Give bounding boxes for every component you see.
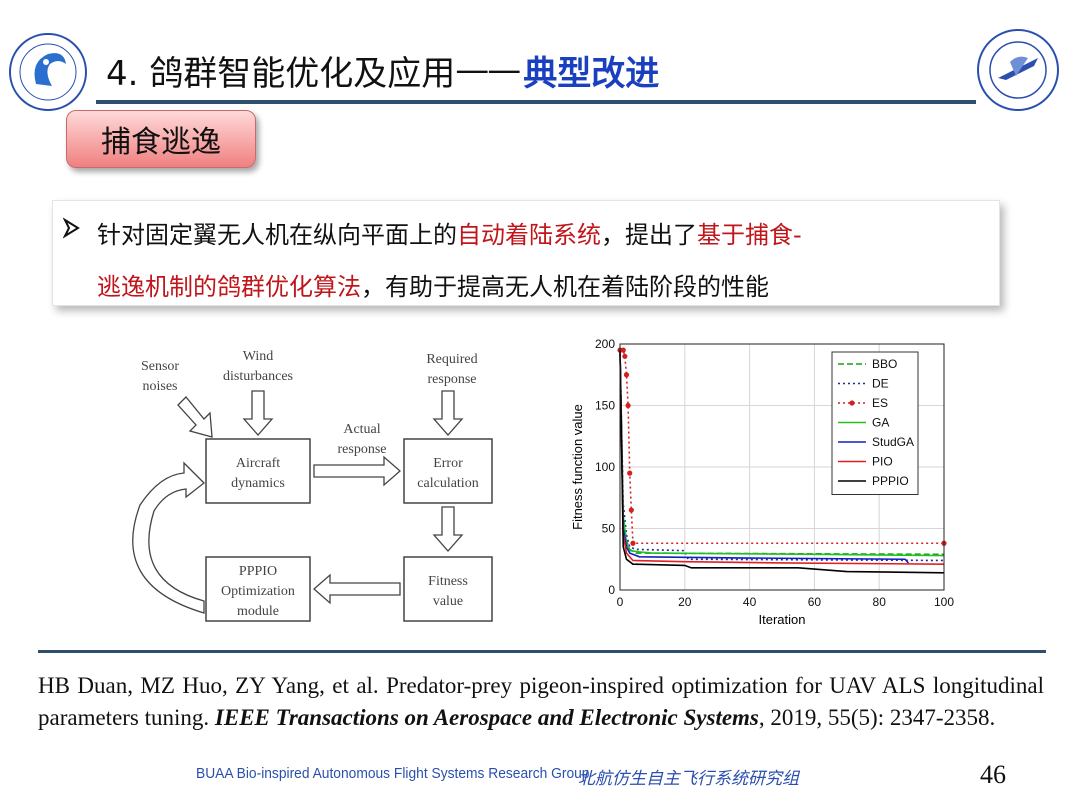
legend-label-es: ES [872,396,888,410]
legend-label-studga: StudGA [872,435,914,449]
slide-title: 4. 鸽群智能优化及应用 —— 典型改进 [106,42,659,98]
pppio-label-2: Optimization [221,584,295,599]
y-tick-label: 100 [595,460,615,474]
x-tick-label: 100 [934,595,954,609]
page-number: 46 [980,760,1006,789]
series-marker-es [622,353,628,359]
fitness-value-box [403,556,493,622]
error-to-fitness-arrow [432,506,464,552]
footer-group-name-cn: 北航仿生自主飞行系统研究组 [578,769,799,789]
legend-label-de: DE [872,377,889,391]
pppio-module-box [205,556,311,622]
x-tick-label: 80 [873,595,887,609]
fitness-label-1: Fitness [428,574,468,589]
legend-label-pppio: PPPIO [872,474,909,488]
university-lab-logo-left [9,33,87,111]
series-line-pppio [619,350,945,574]
label-required-1: Required [426,352,477,367]
title-accent: 典型改进 [523,53,660,94]
label-wind-1: Wind [243,349,274,364]
citation-authors-title: HB Duan, MZ Huo, ZY Yang, et al. Predato… [38,673,1044,730]
y-tick-label: 50 [602,522,616,536]
y-tick-label: 150 [595,399,615,413]
x-tick-label: 0 [617,595,624,609]
buaa-logo-right [977,29,1059,111]
citation-journal: IEEE Transactions on Aerospace and Elect… [214,705,759,730]
aircraft-label-2: dynamics [231,476,285,491]
x-tick-label: 40 [743,595,757,609]
pppio-label-1: PPPIO [239,564,277,579]
title-main: 4. 鸽群智能优化及应用 [106,53,456,94]
bullet-text: ，提出了 [601,221,697,249]
label-sensor-2: noises [143,379,178,394]
title-dash: —— [455,50,521,90]
wind-arrow [242,390,274,436]
footer-group-name: BUAA Bio-inspired Autonomous Flight Syst… [196,765,590,782]
pppio-label-3: module [237,604,279,619]
x-tick-label: 60 [808,595,822,609]
bullet-text: 针对固定翼无人机在纵向平面上的 [97,221,457,249]
legend-label-bbo: BBO [872,357,897,371]
label-actual-1: Actual [343,422,380,437]
error-label-2: calculation [417,476,478,491]
fitness-convergence-chart: 0 20 40 60 80 100 0 50 100 150 200 Iteration Fitne… [570,337,954,627]
legend-label-ga: GA [872,416,889,430]
citation-volume: , 2019, 55(5): 2347-2358. [758,705,996,730]
series-marker-es [630,540,636,546]
series-marker-es [628,507,634,513]
feedback-curved-arrow [132,461,205,614]
sensor-arrow [177,396,213,438]
title-rule [96,100,976,104]
y-tick-label: 200 [595,337,615,351]
legend-marker [849,400,855,406]
series-marker-es [625,402,631,409]
required-arrow [432,390,464,436]
chart-legend: BBO DE ES GA StudGA PIO PPPIO [831,351,919,495]
chart-ylabel: Fitness function value [570,404,585,530]
actual-arrow [313,455,401,487]
citation: HB Duan, MZ Huo, ZY Yang, et al. Predato… [38,670,1044,734]
label-required-2: response [428,372,477,387]
bullet-highlight: 逃逸机制的鸽群优化算法 [97,273,361,301]
bullet-line-1: 针对固定翼无人机在纵向平面上的自动着陆系统，提出了基于捕食- [97,215,802,250]
label-wind-2: disturbances [223,369,293,384]
chart-xlabel: Iteration [759,612,806,627]
bullet-arrow-icon [63,217,80,239]
series-marker-es [627,470,633,476]
series-marker-es [623,372,630,378]
series-marker-es [620,347,626,353]
bullet-highlight: 自动着陆系统 [457,221,601,249]
error-label-1: Error [433,456,463,471]
chart-ticks: 0 20 40 60 80 100 0 50 100 150 200 [595,337,954,609]
bullet-highlight: 基于捕食- [697,221,802,249]
fitness-label-2: value [433,594,463,609]
x-tick-label: 20 [678,595,692,609]
label-sensor-1: Sensor [141,359,179,374]
error-calculation-box [403,438,493,504]
bottom-rule [38,650,1046,653]
aircraft-label-1: Aircraft [236,456,280,471]
y-tick-label: 0 [608,583,615,597]
fitness-to-pppio-arrow [313,573,401,605]
control-block-diagram: Sensor noises Wind disturbances Required… [132,349,493,622]
aircraft-dynamics-box [205,438,311,504]
bullet-box: 针对固定翼无人机在纵向平面上的自动着陆系统，提出了基于捕食- 逃逸机制的鸽群优化… [52,200,1000,306]
section-tag: 捕食逃逸 [66,110,256,168]
section-tag-label: 捕食逃逸 [101,125,221,160]
bullet-line-2: 逃逸机制的鸽群优化算法，有助于提高无人机在着陆阶段的性能 [97,267,769,302]
bullet-text: ，有助于提高无人机在着陆阶段的性能 [361,273,769,301]
chart-plot-frame [619,343,945,591]
legend-label-pio: PIO [872,455,893,469]
label-actual-2: response [338,442,387,457]
